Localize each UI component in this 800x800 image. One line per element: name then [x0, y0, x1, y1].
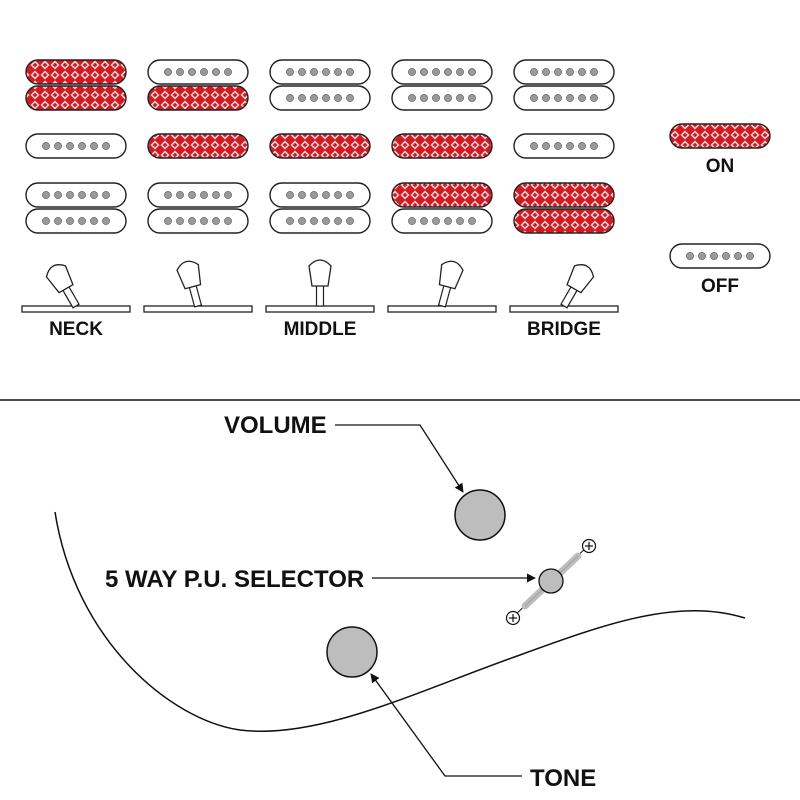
selector-switch[interactable] [505, 538, 597, 626]
bridge-humbucker-coil-top [269, 182, 371, 208]
middle-single-coil [513, 133, 615, 159]
switch-position-5: BRIDGE [509, 59, 619, 340]
switch-lever [21, 264, 131, 313]
switch-lever [509, 264, 619, 313]
neck-humbucker-coil-top [25, 59, 127, 85]
legend-on-label: ON [706, 156, 735, 177]
switch-position-3: MIDDLE [265, 59, 375, 340]
tone-label: TONE [530, 765, 596, 792]
bridge-humbucker-coil-bottom [269, 208, 371, 234]
bridge-humbucker-coil-bottom [513, 208, 615, 234]
neck-humbucker-coil-top [269, 59, 371, 85]
legend-on-swatch [669, 123, 771, 149]
neck-humbucker-coil-bottom [391, 85, 493, 111]
pickup-grid: NECK MIDDLE BRIDGE [21, 59, 619, 340]
legend-off-swatch [669, 243, 771, 269]
screw-icon [505, 610, 521, 626]
bridge-humbucker-coil-top [513, 182, 615, 208]
volume-arrow [335, 424, 464, 493]
volume-knob[interactable] [454, 489, 506, 541]
bridge-humbucker-coil-top [25, 182, 127, 208]
tone-knob[interactable] [326, 626, 378, 678]
neck-humbucker-coil-bottom [147, 85, 249, 111]
bridge-humbucker-coil-top [391, 182, 493, 208]
tone-arrow [370, 673, 522, 777]
position-label: MIDDLE [284, 319, 357, 340]
neck-humbucker-coil-top [513, 59, 615, 85]
neck-humbucker-coil-bottom [269, 85, 371, 111]
selector-label: 5 WAY P.U. SELECTOR [105, 566, 364, 593]
middle-single-coil [391, 133, 493, 159]
switch-lever [143, 260, 253, 313]
neck-humbucker-coil-top [391, 59, 493, 85]
position-label: BRIDGE [527, 319, 601, 340]
switch-lever [265, 259, 375, 313]
guitar-body-outline [54, 511, 746, 732]
screw-icon [581, 538, 597, 554]
bridge-humbucker-coil-bottom [391, 208, 493, 234]
switch-lever [387, 260, 497, 313]
legend-off-label: OFF [701, 276, 739, 297]
bridge-humbucker-coil-bottom [147, 208, 249, 234]
middle-single-coil [25, 133, 127, 159]
middle-single-coil [269, 133, 371, 159]
switch-position-2 [143, 59, 253, 313]
position-label: NECK [49, 319, 103, 340]
neck-humbucker-coil-top [147, 59, 249, 85]
middle-single-coil [147, 133, 249, 159]
legend [669, 123, 771, 269]
switch-position-4 [387, 59, 497, 313]
bridge-humbucker-coil-bottom [25, 208, 127, 234]
neck-humbucker-coil-bottom [513, 85, 615, 111]
selector-knob[interactable] [538, 568, 564, 594]
neck-humbucker-coil-bottom [25, 85, 127, 111]
volume-label: VOLUME [224, 412, 327, 439]
bridge-humbucker-coil-top [147, 182, 249, 208]
switch-position-1: NECK [21, 59, 131, 340]
